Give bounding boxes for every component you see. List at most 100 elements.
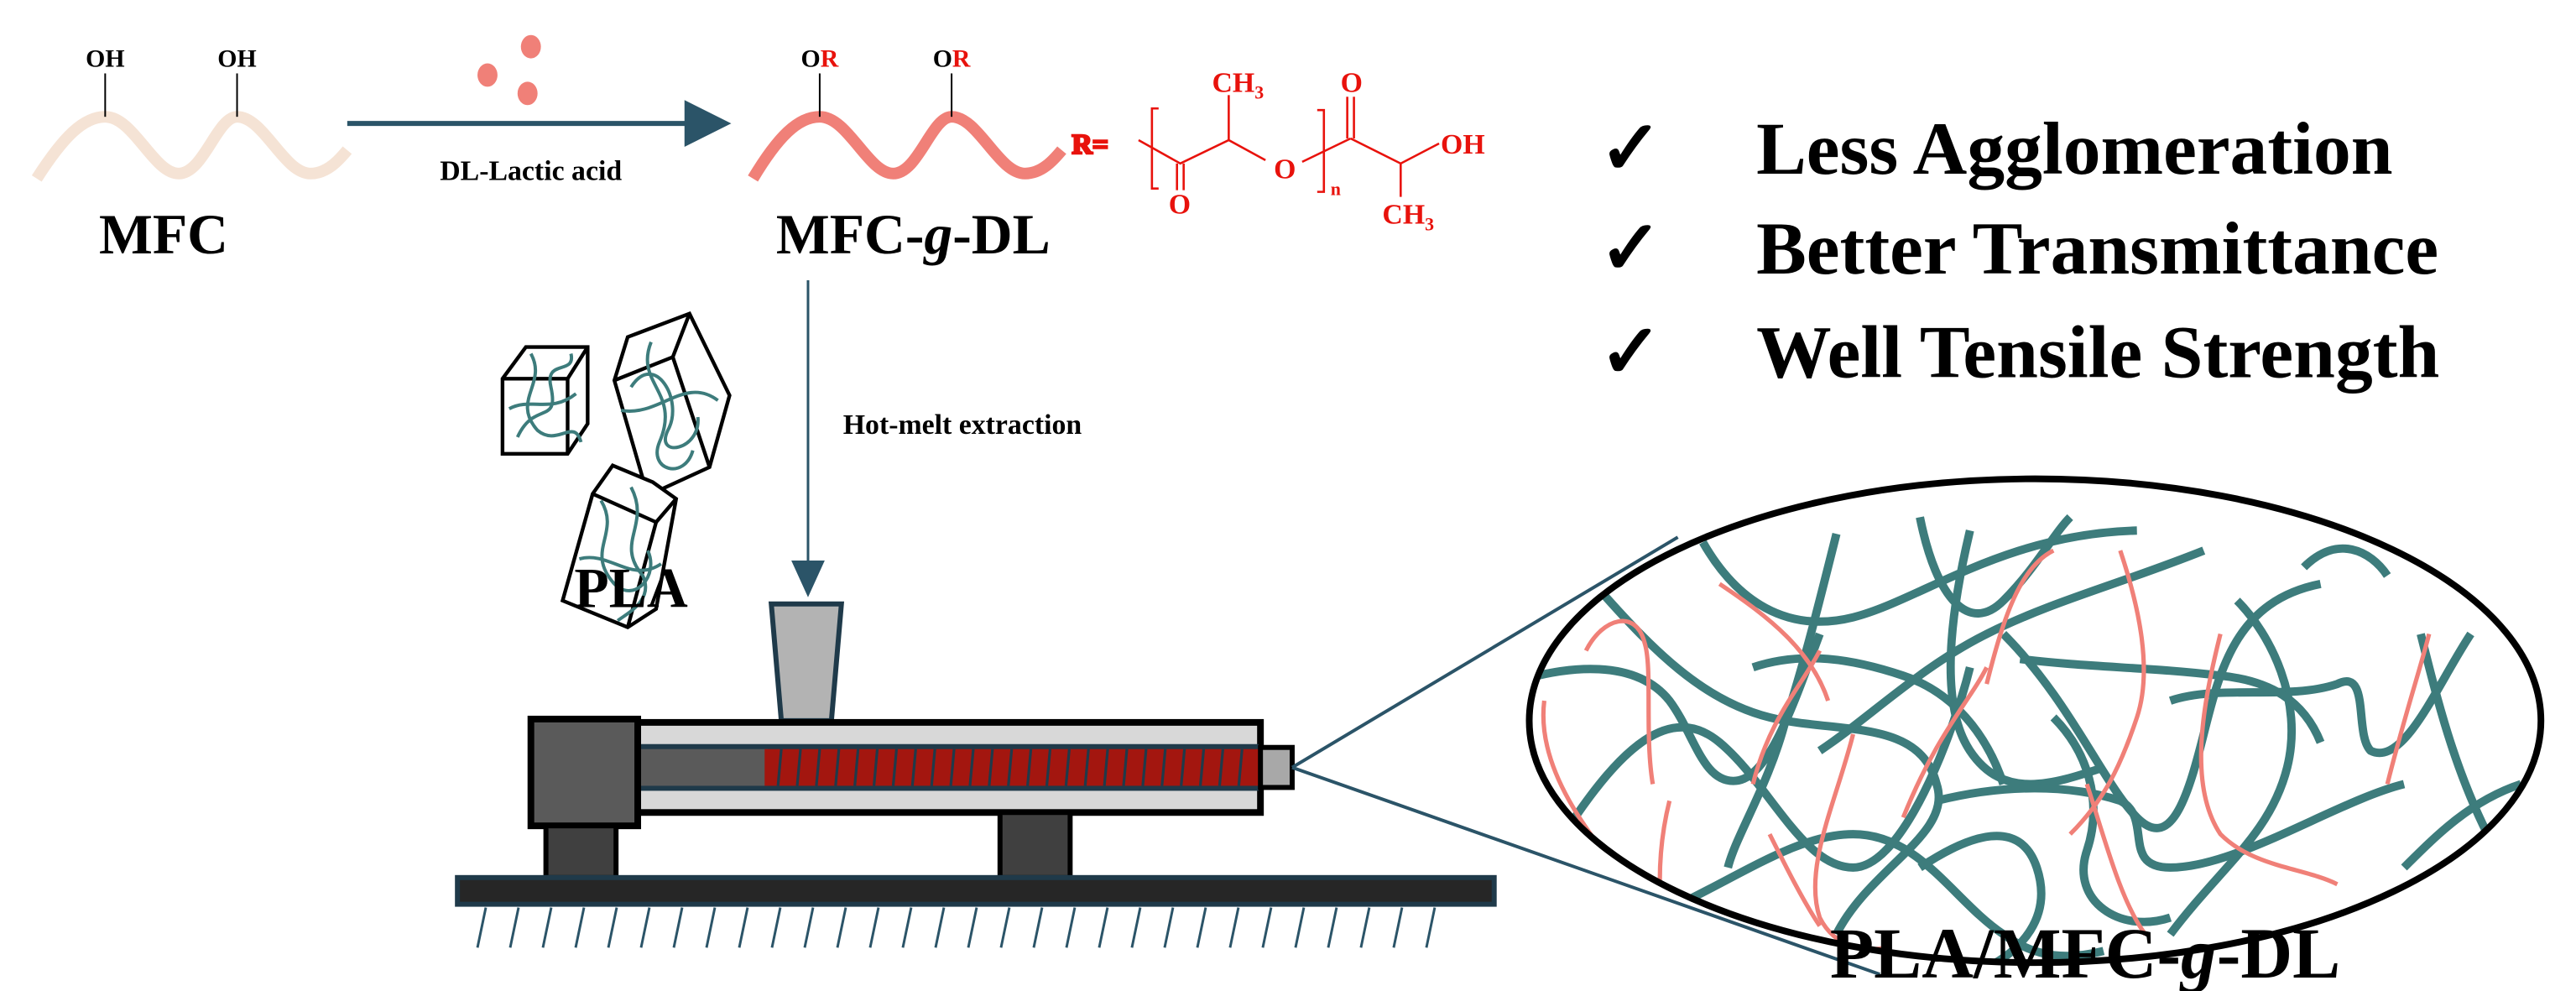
r-group-formula: R= CH3 O O O n OH CH3 bbox=[1071, 67, 1485, 234]
pla-fiber bbox=[2050, 714, 2172, 926]
carbonyl-o-top: O bbox=[1341, 67, 1363, 98]
pla-pellet-icon bbox=[500, 345, 590, 456]
checkmark-icon: ✓ bbox=[1599, 207, 1662, 290]
zoom-line-bottom bbox=[1291, 765, 1880, 976]
carbonyl-o-bottom: O bbox=[1169, 190, 1191, 221]
methyl-top: CH3 bbox=[1212, 67, 1264, 102]
pla-fiber bbox=[1917, 832, 2046, 963]
checkmark-icon: ✓ bbox=[1599, 310, 1662, 394]
screw-flight bbox=[1180, 748, 1186, 786]
hatch-line bbox=[1130, 907, 1142, 948]
screw-flight bbox=[1122, 748, 1129, 786]
ester-o-bond bbox=[1301, 137, 1352, 164]
pellet-fiber bbox=[508, 392, 577, 410]
repeat-n: n bbox=[1331, 180, 1341, 200]
pla-fiber bbox=[1935, 780, 2406, 872]
dl-fiber bbox=[2385, 633, 2432, 785]
or-group-2: OR bbox=[933, 45, 971, 73]
hatch-line bbox=[639, 907, 651, 948]
hatch-line bbox=[1228, 907, 1240, 948]
dl-fiber bbox=[2068, 550, 2146, 836]
dl-fiber bbox=[2084, 783, 2147, 936]
dl-fiber bbox=[1767, 832, 1822, 927]
pla-fiber bbox=[1817, 546, 2206, 754]
hatch-line bbox=[1163, 907, 1175, 948]
hatch-line bbox=[1032, 907, 1044, 948]
dl-fiber bbox=[2198, 633, 2339, 887]
pla-fiber bbox=[2301, 544, 2391, 578]
hatch-line bbox=[476, 907, 488, 948]
screw-flight bbox=[968, 748, 975, 786]
zoom-line-top bbox=[1291, 535, 1679, 769]
pla-fiber bbox=[2168, 631, 2474, 758]
mfc-g-dl-label: MFC-g-DL bbox=[776, 203, 1051, 266]
lactic-acid-dots-icon bbox=[477, 34, 541, 106]
screw-flight bbox=[872, 748, 879, 786]
hatch-line bbox=[1098, 907, 1109, 948]
hatch-line bbox=[672, 907, 684, 948]
pla-fiber bbox=[2019, 655, 2325, 744]
screw-flight bbox=[1026, 748, 1033, 786]
checkmark-icon: ✓ bbox=[1599, 107, 1662, 190]
benefits-list: ✓ Less Agglomeration ✓ Better Transmitta… bbox=[1599, 107, 2439, 394]
screw-flight bbox=[1237, 748, 1244, 786]
screw-flight bbox=[910, 748, 917, 786]
mfc-reactant: OH OH MFC bbox=[31, 45, 352, 266]
hatch-line bbox=[705, 907, 717, 948]
motor-housing bbox=[527, 715, 642, 830]
grafted-wave bbox=[748, 111, 1066, 182]
dl-fiber bbox=[1984, 548, 2055, 685]
benefit-text: Less Agglomeration bbox=[1756, 107, 2392, 190]
benefit-item: ✓ Better Transmittance bbox=[1599, 207, 2438, 290]
hatch-line bbox=[1294, 907, 1306, 948]
screw-flights bbox=[776, 748, 1244, 786]
reagent-label: DL-Lactic acid bbox=[440, 156, 622, 187]
fiber-network bbox=[1529, 514, 2522, 963]
backbone-bonds-2 bbox=[1350, 137, 1440, 165]
pla-fiber bbox=[1684, 830, 2105, 961]
screw-flight bbox=[776, 748, 783, 786]
backbone-bonds bbox=[1138, 138, 1266, 165]
mfc-label: MFC bbox=[99, 203, 228, 266]
methyl-bottom: CH3 bbox=[1382, 199, 1434, 234]
arrow-head-icon bbox=[684, 100, 732, 147]
hatch-line bbox=[1327, 907, 1338, 948]
support-leg-right bbox=[997, 810, 1073, 880]
screw-flight bbox=[1064, 748, 1071, 786]
pellet-fibers bbox=[508, 341, 719, 623]
base-plate bbox=[455, 874, 1497, 907]
hatch-line bbox=[508, 907, 520, 948]
ground-hatch bbox=[476, 907, 1437, 948]
hatch-line bbox=[607, 907, 618, 948]
screw-flight bbox=[1083, 748, 1090, 786]
benefit-text: Better Transmittance bbox=[1756, 207, 2438, 290]
r-equals: R= bbox=[1072, 129, 1108, 160]
pla-fiber bbox=[1916, 514, 2073, 618]
process-step-label: Hot-melt extraction bbox=[843, 409, 1082, 441]
hatch-line bbox=[836, 907, 847, 948]
pla-fiber bbox=[1566, 666, 1974, 872]
benefit-text: Well Tensile Strength bbox=[1756, 310, 2439, 394]
oh-group-2: OH bbox=[217, 45, 256, 73]
hatch-line bbox=[574, 907, 586, 948]
pla-fiber bbox=[1723, 533, 1841, 869]
pla-label: PLA bbox=[574, 557, 687, 620]
screw-flight bbox=[795, 748, 802, 786]
screw-flight bbox=[1198, 748, 1206, 786]
pla-fiber bbox=[1946, 529, 2105, 789]
reaction-arrow: DL-Lactic acid bbox=[347, 34, 732, 187]
or-group-1: OR bbox=[801, 45, 839, 73]
magnified-ellipse-border bbox=[1525, 475, 2545, 967]
support-leg-left bbox=[543, 823, 619, 880]
dl-fiber bbox=[1901, 666, 1989, 819]
mfc-g-dl-product: OR OR MFC-g-DL bbox=[748, 45, 1066, 266]
hatch-line bbox=[901, 907, 913, 948]
screw-flight bbox=[891, 748, 899, 786]
hatch-line bbox=[999, 907, 1011, 948]
hopper bbox=[768, 601, 845, 723]
hatch-line bbox=[868, 907, 880, 948]
pellet-fiber bbox=[525, 352, 583, 443]
pla-pellet-icon bbox=[560, 463, 679, 630]
process-arrow-head-icon bbox=[791, 561, 825, 597]
